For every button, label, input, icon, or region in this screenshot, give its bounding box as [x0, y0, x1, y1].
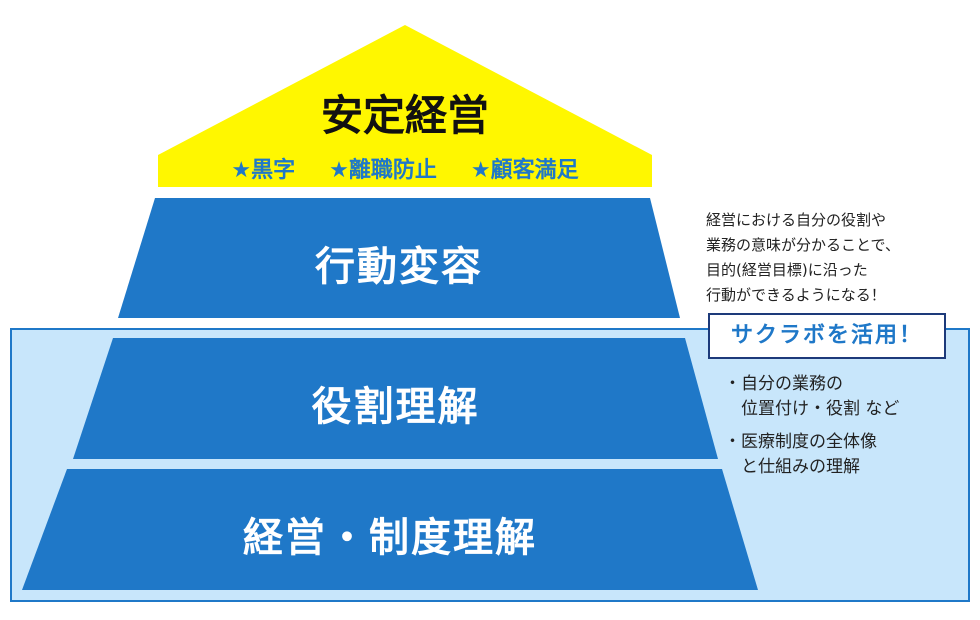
roof-title: 安定経営	[320, 91, 489, 140]
points-list: ・自分の業務の 位置付け・役割 など ・医療制度の全体像 と仕組みの理解	[724, 372, 899, 488]
level-3-shape	[22, 469, 758, 590]
level-2-shape	[73, 338, 718, 459]
goal-retention: ★離職防止	[329, 158, 437, 183]
note-line: 行動ができるようになる！	[706, 286, 886, 304]
point-line: ・自分の業務の	[724, 374, 843, 394]
note-line: 業務の意味が分かることで、	[706, 236, 900, 254]
explanation-note: 経営における自分の役割や 業務の意味が分かることで、 目的(経営目標)に沿った …	[706, 208, 900, 308]
roof-shape	[158, 25, 652, 187]
point-line: ・医療制度の全体像	[724, 432, 877, 452]
goals-row: ★黒字 ★離職防止 ★顧客満足	[158, 152, 652, 184]
note-line: 経営における自分の役割や	[706, 211, 887, 229]
point-item: ・自分の業務の 位置付け・役割 など	[724, 372, 899, 422]
level-behavior-change: 行動変容	[315, 244, 483, 290]
level-role-understanding: 役割理解	[311, 384, 480, 430]
point-line: と仕組みの理解	[724, 457, 860, 477]
point-item: ・医療制度の全体像 と仕組みの理解	[724, 430, 899, 480]
point-line: 位置付け・役割 など	[724, 399, 900, 419]
goal-profit: ★黒字	[231, 158, 296, 183]
sakurabo-badge: サクラボを活用！	[708, 313, 946, 359]
goal-satisfaction: ★顧客満足	[470, 158, 579, 183]
level-management-understanding: 経営・制度理解	[243, 515, 537, 561]
level-1-shape	[118, 198, 680, 318]
note-line: 目的(経営目標)に沿った	[706, 261, 868, 279]
